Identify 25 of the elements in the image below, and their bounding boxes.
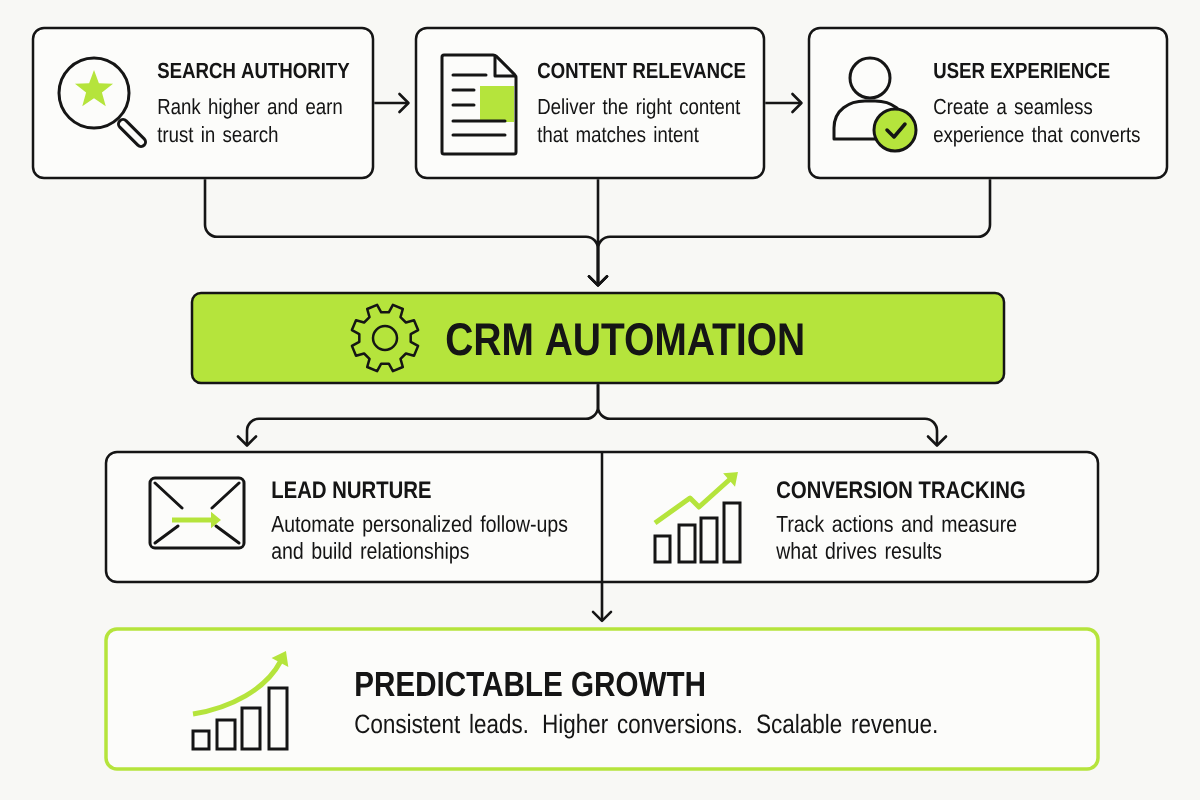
box-description: Create a seamless experience that converts [934, 98, 1140, 147]
box-heading: CONTENT RELEVANCE [537, 62, 746, 79]
connector-arrow [765, 92, 803, 114]
connector-arrow [587, 179, 992, 287]
section-description: Track actions and measure what drives results [776, 515, 1017, 559]
connector-arrow [591, 582, 613, 623]
banner-heading: CRM AUTOMATION [446, 323, 803, 356]
box-heading: USER EXPERIENCE [934, 62, 1110, 79]
process-box [414, 26, 766, 180]
process-box [31, 26, 375, 180]
process-box [104, 450, 604, 584]
box-heading: SEARCH AUTHORITY [157, 62, 350, 79]
connector-arrow [374, 92, 410, 114]
section-heading: LEAD NURTURE [272, 481, 431, 499]
process-box [807, 26, 1169, 180]
process-box [602, 450, 1100, 584]
result-box [104, 627, 1100, 771]
highlight-banner [190, 291, 1006, 385]
section-heading: CONVERSION TRACKING [777, 481, 1025, 499]
result-description: Consistent leads. Higher conversions. Scalable revenue. [355, 713, 937, 739]
connector-arrow [596, 384, 948, 447]
section-description: Automate personalized follow-ups and build relationships [271, 515, 568, 564]
result-heading: PREDICTABLE GROWTH [356, 671, 704, 697]
box-description: Deliver the right content that matches intent [537, 98, 741, 143]
box-description: Rank higher and earn trust in search [157, 98, 342, 143]
